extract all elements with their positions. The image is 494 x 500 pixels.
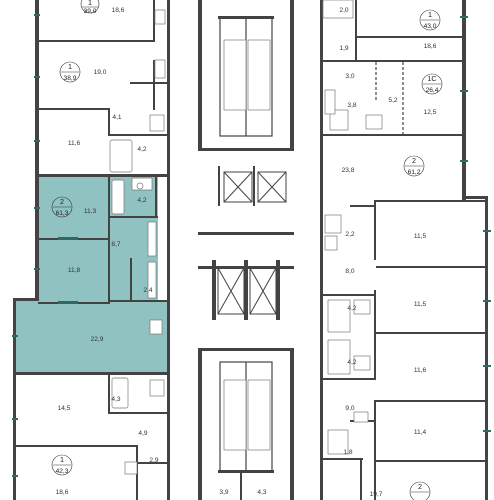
room-area: 4,3 [111,396,120,403]
room-area: 18,6 [424,43,437,50]
room-area: 11,6 [414,367,427,374]
room-area: 2,9 [149,457,158,464]
svg-text:26,4: 26,4 [426,87,439,94]
room-area: 14,5 [58,405,71,412]
apartment-badge[interactable]: 2 [409,481,431,500]
apartment-badge[interactable]: 2 61,2 [403,155,425,177]
apartment-badge[interactable]: 1С 26,4 [421,73,443,95]
room-area: 19,7 [370,491,383,498]
room-area: 4,9 [138,430,147,437]
apartment-badge[interactable]: 1 43,0 [419,9,441,31]
svg-text:38,9: 38,9 [64,75,77,82]
apartment-badge[interactable]: 1 38,9 [59,61,81,83]
room-area: 4,2 [347,359,356,366]
room-area: 1,9 [339,45,348,52]
left-window-marks [12,14,78,477]
room-area: 1,8 [343,449,352,456]
room-area: 23,8 [342,167,355,174]
room-area: 4,2 [137,197,146,204]
room-area: 5,2 [388,97,397,104]
room-area: 11,8 [68,267,81,274]
room-area: 11,5 [414,301,427,308]
svg-text:42,3: 42,3 [56,468,69,475]
room-area: 4,3 [257,489,266,496]
room-area: 3,8 [347,102,356,109]
room-area: 4,2 [137,146,146,153]
room-area: 11,5 [414,233,427,240]
svg-text:61,3: 61,3 [56,210,69,217]
room-area: 11,4 [414,429,427,436]
room-area: 18,6 [56,489,69,496]
svg-text:1С: 1С [427,74,436,83]
svg-text:39,0: 39,0 [84,8,97,15]
room-area: 18,6 [112,7,125,14]
svg-text:1: 1 [68,62,72,71]
apartment-badge-highlighted[interactable]: 2 61,3 [51,196,73,218]
right-building-walls [320,0,488,500]
left-fixtures [109,9,166,475]
room-area: 3,0 [345,73,354,80]
room-area: 3,9 [219,489,228,496]
room-area: 11,3 [84,208,97,215]
svg-text:1: 1 [88,0,92,7]
right-fixtures [322,0,404,455]
room-area: 11,6 [68,140,81,147]
room-area: 2,4 [143,287,152,294]
room-area: 9,0 [345,405,354,412]
svg-text:2: 2 [60,197,64,206]
room-area: 2,0 [339,7,348,14]
highlighted-apartment-fill [15,176,168,372]
room-area: 22,9 [91,336,104,343]
room-area: 2,2 [345,231,354,238]
room-area: 4,1 [112,114,121,121]
apartment-badge[interactable]: 1 39,0 [80,0,100,15]
room-area-labels: 18,6 19,0 4,1 11,6 4,2 4,2 11,3 8,7 11,8… [56,7,437,498]
right-window-marks [460,16,491,432]
highlighted-apartment[interactable] [15,176,168,372]
room-area: 8,7 [111,241,120,248]
room-area: 4,2 [347,305,356,312]
room-area: 19,0 [94,69,107,76]
central-core [198,0,294,500]
svg-text:43,0: 43,0 [424,23,437,30]
room-area: 8,0 [345,268,354,275]
svg-text:1: 1 [428,10,432,19]
svg-text:2: 2 [418,482,422,491]
svg-text:2: 2 [412,156,416,165]
apartment-badge[interactable]: 1 42,3 [51,454,73,476]
svg-text:1: 1 [60,455,64,464]
room-area: 12,5 [424,109,437,116]
svg-text:61,2: 61,2 [408,169,421,176]
